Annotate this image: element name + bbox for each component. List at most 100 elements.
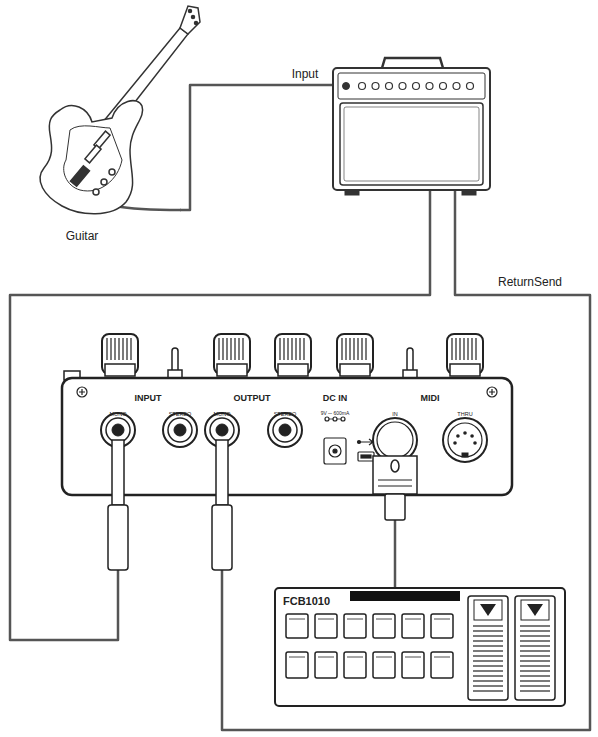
pedal-knob bbox=[217, 364, 247, 376]
guitar-illustration bbox=[189, 10, 192, 13]
jack-label: MIDI bbox=[421, 394, 440, 403]
pedal-knob bbox=[106, 338, 107, 360]
pedal-illustration bbox=[62, 378, 512, 495]
pedal-knob bbox=[467, 338, 468, 360]
text-slot: ReturnSend bbox=[498, 272, 562, 290]
text-slot: STEREO bbox=[169, 402, 192, 420]
footswitch bbox=[431, 614, 453, 638]
foot-controller-illustration bbox=[275, 588, 565, 706]
audio-jack bbox=[112, 424, 124, 436]
text-slot: MONO bbox=[213, 402, 230, 420]
audio-jack bbox=[168, 418, 192, 442]
midi-pin bbox=[473, 441, 477, 445]
amplifier: Input bbox=[333, 58, 490, 190]
midi-pin bbox=[463, 431, 467, 435]
jack-label: DC IN bbox=[323, 394, 348, 403]
jack-label: MONO bbox=[109, 412, 126, 418]
jack-label: MONO bbox=[213, 412, 230, 418]
footswitch bbox=[474, 600, 502, 620]
footswitch bbox=[468, 596, 508, 700]
footswitch bbox=[473, 655, 503, 656]
pedal-knob bbox=[291, 338, 292, 360]
footswitch bbox=[289, 619, 305, 620]
jack-label: THRU bbox=[457, 412, 472, 418]
pedal-knob bbox=[455, 338, 456, 360]
pedal-knob bbox=[299, 338, 300, 360]
effects-pedal: INPUTMONOSTEREOOUTPUTMONOSTEREODC IN9V ⎓… bbox=[62, 378, 512, 495]
pedal-knob bbox=[283, 338, 284, 360]
cable-plug bbox=[373, 456, 417, 494]
dc-jack bbox=[333, 449, 337, 453]
dc-jack bbox=[324, 438, 346, 464]
amplifier-illustration bbox=[462, 190, 476, 195]
amplifier-illustration bbox=[345, 190, 359, 195]
pedal-knob bbox=[118, 338, 119, 360]
footswitch bbox=[473, 660, 503, 661]
dc-jack bbox=[341, 417, 345, 421]
usb-port bbox=[359, 439, 373, 445]
footswitch bbox=[520, 655, 550, 656]
input-label: Input bbox=[292, 68, 319, 80]
footswitch bbox=[286, 596, 555, 700]
dc-jack bbox=[325, 417, 329, 421]
midi-socket bbox=[448, 423, 482, 457]
footswitch bbox=[289, 657, 305, 658]
pedal-knob bbox=[242, 338, 243, 360]
text-slot: OUTPUT bbox=[234, 387, 271, 405]
footswitch bbox=[318, 619, 334, 620]
cable-plug bbox=[108, 505, 128, 570]
amplifier-illustration bbox=[382, 58, 443, 68]
amp-knob bbox=[399, 83, 406, 90]
footswitch bbox=[376, 657, 392, 658]
cable-plug bbox=[378, 480, 412, 486]
footswitch bbox=[520, 665, 550, 666]
pedal-knob bbox=[278, 364, 308, 376]
midi-socket bbox=[443, 418, 487, 462]
footswitch bbox=[520, 660, 550, 661]
guitar-illustration bbox=[64, 126, 122, 191]
footswitch bbox=[520, 680, 550, 681]
footswitch bbox=[520, 635, 550, 636]
pedal-knob bbox=[279, 338, 280, 360]
dc-jack bbox=[324, 417, 346, 464]
footswitch bbox=[520, 630, 550, 631]
amplifier-illustration bbox=[333, 58, 490, 195]
guitar-illustration bbox=[93, 189, 99, 195]
midi-socket bbox=[377, 422, 413, 458]
footswitch bbox=[473, 685, 503, 686]
pedal-knob bbox=[451, 338, 452, 360]
footswitch bbox=[402, 652, 424, 678]
screw bbox=[487, 387, 497, 397]
amp-knob bbox=[343, 83, 350, 90]
amp-knob bbox=[413, 83, 420, 90]
pedal-knob bbox=[287, 338, 288, 360]
footswitch bbox=[344, 614, 366, 638]
screw bbox=[79, 389, 85, 395]
midi-pin bbox=[456, 434, 460, 438]
footswitch bbox=[405, 619, 421, 620]
screw bbox=[77, 387, 87, 397]
cable bbox=[180, 85, 333, 210]
guitar-illustration bbox=[71, 166, 90, 186]
midi-pin bbox=[453, 441, 457, 445]
pedal-knob bbox=[226, 338, 227, 360]
jack-label: STEREO bbox=[169, 412, 192, 418]
footswitch bbox=[473, 665, 503, 666]
pedal-knob bbox=[238, 338, 239, 360]
text-slot: 9V ⎓ 600mA bbox=[321, 401, 350, 419]
pedal-knob bbox=[365, 338, 366, 360]
footswitch bbox=[473, 690, 503, 691]
footswitch bbox=[405, 657, 421, 658]
cable-plug bbox=[216, 440, 228, 505]
jack-label: 9V ⎓ 600mA bbox=[321, 411, 350, 416]
pedal-knob bbox=[463, 338, 464, 360]
guitar-illustration bbox=[195, 22, 198, 25]
footswitch bbox=[286, 614, 308, 638]
footswitch bbox=[520, 645, 550, 646]
jack-label: IN bbox=[392, 412, 398, 418]
pedal-knob bbox=[234, 338, 235, 360]
guitar-illustration bbox=[40, 101, 143, 214]
pedal-knob bbox=[303, 338, 304, 360]
footswitch bbox=[473, 625, 503, 626]
pedal-knob bbox=[340, 364, 370, 376]
